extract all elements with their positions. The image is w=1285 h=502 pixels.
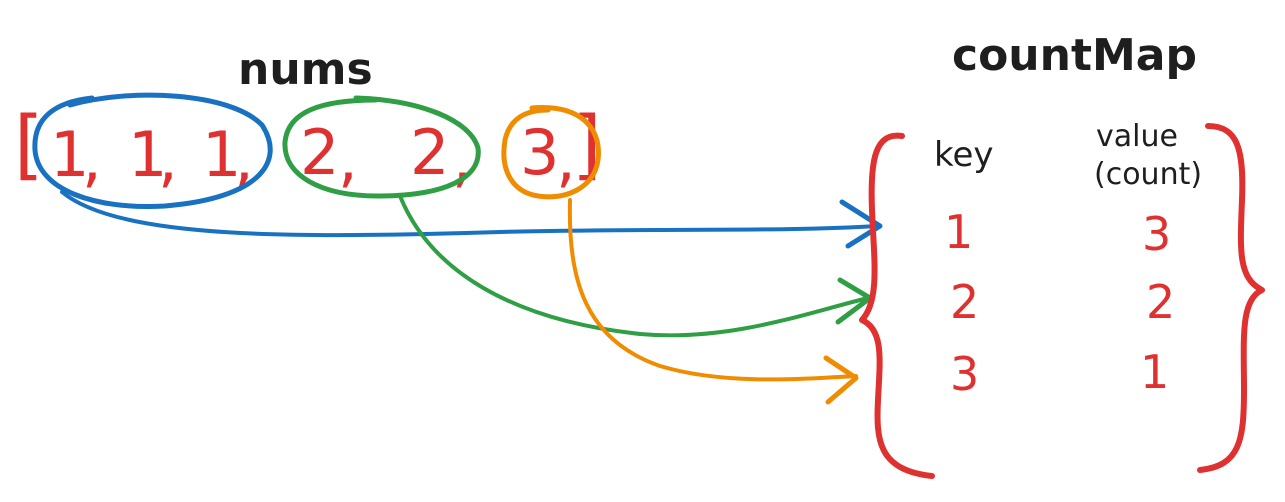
group-ones-circle bbox=[32, 92, 273, 209]
nums-label: nums bbox=[238, 44, 373, 95]
array-value: 1 bbox=[128, 118, 167, 191]
value-header-line1: value bbox=[1096, 119, 1178, 154]
key-header: key bbox=[934, 135, 994, 175]
row-key: 2 bbox=[950, 275, 979, 329]
array-value: 2 bbox=[410, 116, 449, 189]
array-comma: , bbox=[234, 122, 254, 195]
array-value: 1 bbox=[50, 118, 89, 191]
array-comma: , bbox=[158, 122, 178, 195]
array-value: 1 bbox=[202, 118, 241, 191]
twos-arrow bbox=[398, 194, 870, 338]
array-value: 2 bbox=[300, 116, 339, 189]
row-key: 3 bbox=[950, 347, 979, 401]
row-value: 3 bbox=[1142, 207, 1171, 261]
array-value: 3 bbox=[520, 116, 559, 189]
map-right-brace bbox=[1197, 123, 1265, 473]
array-comma: , bbox=[338, 122, 358, 195]
group-twos-circle bbox=[282, 95, 481, 199]
row-key: 1 bbox=[944, 205, 973, 259]
threes-arrowhead bbox=[823, 355, 859, 405]
threes-arrow bbox=[567, 198, 858, 382]
map-left-brace bbox=[859, 132, 935, 479]
row-value: 1 bbox=[1140, 345, 1169, 399]
group-threes-circle bbox=[501, 105, 601, 200]
array-comma: , bbox=[82, 122, 102, 195]
array-comma: , bbox=[556, 122, 576, 195]
ones-arrow bbox=[60, 190, 880, 238]
row-value: 2 bbox=[1146, 275, 1175, 329]
array-open-bracket: [ bbox=[14, 99, 44, 188]
ones-arrowhead bbox=[839, 199, 883, 249]
value-header-line2: (count) bbox=[1094, 157, 1202, 192]
count-map-label: countMap bbox=[952, 30, 1197, 81]
